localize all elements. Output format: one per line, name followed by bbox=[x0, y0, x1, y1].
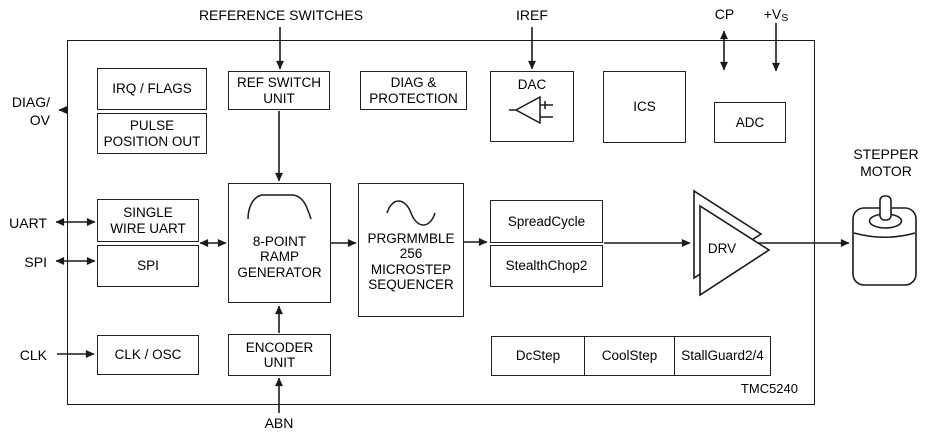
uart-label: UART bbox=[9, 215, 47, 231]
opamp-icon bbox=[508, 92, 556, 128]
amplifier-triangles-icon bbox=[694, 191, 769, 295]
spi-label: SPI bbox=[24, 254, 47, 270]
block-clk-osc: CLK / OSC bbox=[97, 335, 199, 375]
block-sequencer: PRGRMMBLE 256 MICROSTEP SEQUENCER bbox=[358, 183, 464, 317]
ramp-generator-label: 8-POINT RAMP GENERATOR bbox=[237, 234, 322, 280]
block-stealthchop: StealthChop2 bbox=[490, 245, 603, 287]
block-ramp-generator: 8-POINT RAMP GENERATOR bbox=[228, 183, 331, 303]
block-dcstep: DcStep bbox=[491, 336, 585, 376]
block-diag-protection: DIAG & PROTECTION bbox=[360, 71, 467, 110]
drv-label: DRV bbox=[707, 241, 737, 256]
block-ics: ICS bbox=[603, 71, 686, 143]
reference-switches-label: REFERENCE SWITCHES bbox=[198, 7, 364, 23]
ramp-profile-icon bbox=[245, 191, 315, 221]
diag-ov-label: DIAG/ OV bbox=[11, 94, 50, 128]
part-number-label: TMC5240 bbox=[740, 381, 798, 396]
block-irq-flags: IRQ / FLAGS bbox=[97, 68, 207, 110]
dac-label: DAC bbox=[517, 77, 547, 92]
stepper-motor-label: STEPPER MOTOR bbox=[853, 146, 919, 179]
vs-label: +VS bbox=[763, 6, 789, 24]
clk-label: CLK bbox=[19, 347, 47, 363]
block-spreadcycle: SpreadCycle bbox=[490, 200, 603, 243]
sine-wave-icon bbox=[386, 196, 436, 228]
iref-label: IREF bbox=[516, 7, 548, 23]
block-single-wire-uart: SINGLE WIRE UART bbox=[97, 199, 199, 242]
cp-label: CP bbox=[714, 6, 735, 22]
block-stallguard: StallGuard2/4 bbox=[674, 336, 771, 376]
block-ref-switch-unit: REF SWITCH UNIT bbox=[228, 71, 330, 110]
sequencer-label: PRGRMMBLE 256 MICROSTEP SEQUENCER bbox=[367, 231, 455, 293]
vs-subscript: S bbox=[781, 12, 789, 24]
stepper-motor-icon bbox=[853, 196, 916, 285]
block-coolstep: CoolStep bbox=[583, 336, 676, 376]
abn-label: ABN bbox=[264, 415, 294, 431]
block-adc: ADC bbox=[714, 102, 786, 143]
block-spi: SPI bbox=[97, 245, 199, 287]
block-encoder-unit: ENCODER UNIT bbox=[228, 334, 331, 376]
block-pulse-position-out: PULSE POSITION OUT bbox=[97, 113, 207, 154]
block-dac: DAC bbox=[490, 71, 574, 142]
